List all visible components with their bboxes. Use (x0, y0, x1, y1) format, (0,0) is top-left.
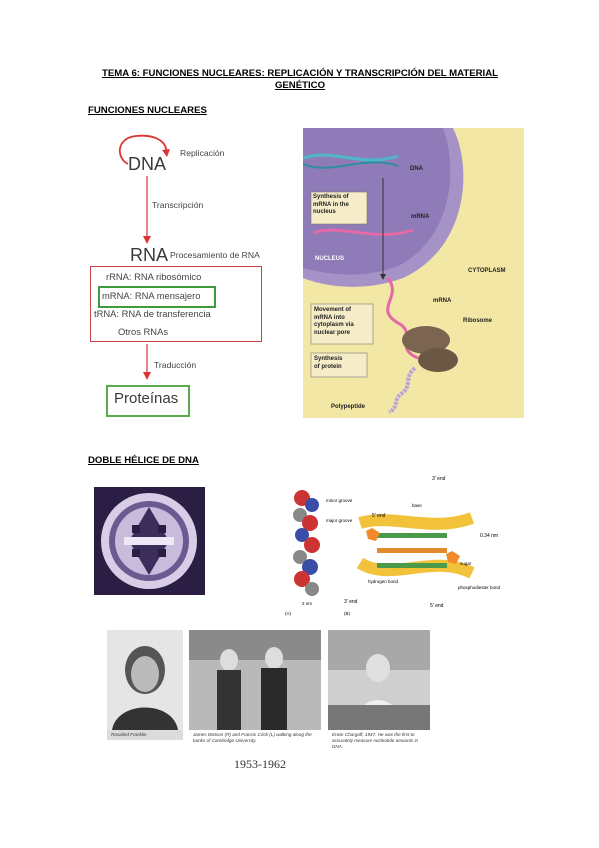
helix-sugar: sugar (460, 561, 472, 566)
caption-chargaff: Erwin Chargaff, 1947. He was the first t… (332, 732, 419, 749)
translation-arrowhead (143, 372, 151, 380)
caption-watson-crick: James Watson (R) and Francis Crick (L) w… (193, 732, 312, 743)
flow-rna-label: RNA (130, 245, 169, 265)
chargaff-photo (328, 630, 430, 730)
flow-dna-label: DNA (128, 154, 167, 174)
cell-synthesis-line1: Synthesis of (313, 194, 349, 200)
rna-item-otros: Otros RNAs (118, 326, 169, 337)
photo-watson-crick: James Watson (R) and Francis Crick (L) w… (189, 630, 321, 760)
proteinas-box (106, 385, 190, 417)
rna-item-rrna: rRNA: RNA ribosómico (106, 271, 202, 282)
cell-mrna-top-label: mRNA (411, 214, 430, 220)
rna-item-trna: tRNA: RNA de transferencia (94, 308, 211, 319)
section-heading-funciones: FUNCIONES NUCLEARES (88, 105, 207, 116)
double-helix-diagram: 3' end 5' end minor groove major groove … (282, 473, 507, 621)
cell-nucleus-label: NUCLEUS (315, 256, 345, 262)
cell-movement-label: Movement of mRNA into cytoplasm via nucl… (314, 307, 354, 337)
cell-synthesis-protein-line2: of protein (314, 363, 342, 370)
rna-item-mrna: mRNA: RNA mensajero (102, 290, 201, 301)
cell-dna-label: DNA (410, 166, 423, 172)
helix-3end-top: 3' end (432, 476, 446, 482)
section-heading-doble-helice: DOBLE HÉLICE DE DNA (88, 455, 199, 466)
years-label: 1953-1962 (234, 757, 286, 771)
cell-movement-line2: mRNA into (314, 314, 345, 321)
helix-illustration (282, 473, 507, 621)
flow-traduccion-label: Traducción (154, 360, 197, 370)
photo-chargaff: Erwin Chargaff, 1947. He was the first t… (328, 630, 430, 760)
diffraction-pattern (94, 487, 205, 595)
cell-synthesis-protein-line1: Synthesis (314, 356, 343, 362)
helix-phosphodiester: phosphodiester bond (458, 585, 501, 590)
mrna-highlight-box (98, 286, 216, 308)
cell-mrna-mid-label: mRNA (433, 298, 452, 304)
cell-diagram: DNA Synthesis of mRNA in the nucleus mRN… (302, 128, 524, 418)
helix-major-groove: major groove (326, 518, 353, 523)
helix-3end-bottom: 3' end (344, 599, 358, 605)
space-filling-model (293, 490, 320, 596)
flow-diagram: DNA Replicación Transcripción RNA Proces… (88, 128, 278, 428)
replication-loop-arrow (119, 134, 168, 165)
flow-transcripcion-label: Transcripción (152, 200, 204, 210)
helix-hydrogen-bond: hydrogen bond (368, 579, 399, 584)
helix-distance: 0.34 nm (480, 533, 499, 539)
cell-synthesis-mrna-label: Synthesis of mRNA in the nucleus (313, 194, 349, 217)
document-title: TEMA 6: FUNCIONES NUCLEARES: REPLICACIÓN… (101, 68, 499, 91)
cell-synthesis-line3: nucleus (313, 209, 336, 215)
cell-movement-line1: Movement of (314, 307, 352, 313)
photo-rosalind-franklin: Rosalind Franklin (107, 630, 183, 740)
cell-synthesis-protein-label: Synthesis of protein (314, 356, 342, 371)
transcription-arrowhead (143, 236, 151, 244)
flow-proteinas-label: Proteínas (114, 390, 179, 407)
portrait-silhouette (107, 630, 183, 730)
helix-label-a: (A) (285, 611, 291, 616)
cell-movement-line4: nuclear pore (314, 329, 351, 336)
cell-ribosome-label: Ribosome (463, 318, 493, 324)
cell-movement-line3: cytoplasm via (314, 322, 354, 328)
flow-arrows (119, 134, 170, 380)
helix-minor-groove: minor groove (326, 498, 353, 503)
helix-label-b: (B) (344, 611, 350, 616)
rna-types-box (90, 266, 262, 342)
flow-procesamiento-label: Procesamiento de RNA (170, 250, 260, 260)
xray-diffraction-image (94, 487, 205, 595)
replication-arrowhead (162, 149, 170, 157)
cell-polypeptide-label: Polypeptide (331, 404, 366, 410)
helix-5end-label: 5' end (372, 513, 386, 519)
helix-scale: 2 nm (302, 601, 313, 606)
watson-crick-photo (189, 630, 321, 730)
caption-franklin: Rosalind Franklin (111, 732, 147, 737)
cell-illustration (302, 128, 524, 418)
cell-synthesis-line2: mRNA in the (313, 201, 349, 208)
cell-cytoplasm-label: CYTOPLASM (468, 268, 506, 274)
helix-5end-bottom: 5' end (430, 603, 444, 609)
flow-replicacion-label: Replicación (180, 148, 225, 158)
helix-base: base (412, 503, 422, 508)
